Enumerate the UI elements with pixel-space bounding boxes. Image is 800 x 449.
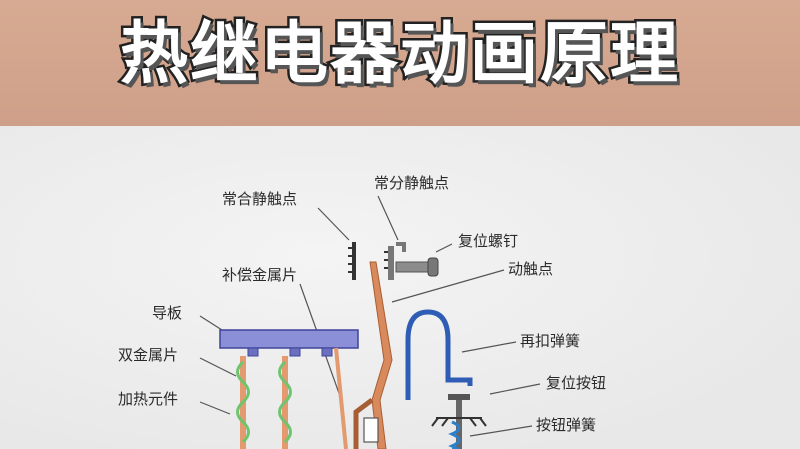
label-heating-element: 加热元件	[118, 390, 178, 408]
normally-closed-contact-shape	[348, 242, 356, 280]
moving-contact-shape	[369, 261, 393, 449]
reset-button-shape	[431, 394, 487, 449]
label-rebuckle-spring: 再扣弹簧	[520, 332, 580, 350]
label-bimetal-strip: 双金属片	[118, 346, 178, 364]
label-normally-open: 常分静触点	[374, 174, 449, 192]
reset-screw-shape	[395, 257, 439, 277]
label-button-spring: 按钮弹簧	[536, 416, 596, 434]
leader-moving-contact	[391, 269, 505, 303]
page-title: 热继电器动画原理	[117, 13, 680, 97]
heating-element-right	[278, 360, 292, 444]
button-spring-shape	[448, 420, 461, 449]
heating-element-left	[236, 360, 250, 444]
label-reset-button: 复位按钮	[546, 374, 606, 392]
normally-open-contact-shape	[384, 242, 406, 280]
leader-normally-closed	[317, 207, 350, 241]
moving-arm-shape	[353, 398, 374, 449]
bimetal-strip-right	[278, 356, 292, 449]
leader-reset-screw	[435, 243, 453, 253]
rebuckle-spring-shape	[405, 309, 473, 400]
leader-reset-button	[489, 383, 541, 395]
leader-bimetal	[199, 357, 237, 377]
bimetal-strip-left	[236, 356, 250, 449]
compensation-bimetal-shape	[334, 347, 348, 449]
label-reset-screw: 复位螺钉	[458, 232, 518, 250]
label-moving-contact: 动触点	[508, 260, 553, 278]
leader-normally-open	[377, 195, 399, 241]
leader-rebuckle	[461, 341, 517, 353]
pivot-block	[363, 417, 379, 443]
title-banner: 热继电器动画原理	[0, 0, 800, 126]
label-guide-plate: 导板	[152, 304, 182, 322]
leader-guide-plate	[199, 315, 223, 331]
leader-heater	[199, 401, 231, 415]
leader-button-spring	[469, 425, 533, 437]
guide-plate-shape	[219, 329, 359, 357]
label-normally-closed: 常合静触点	[222, 190, 297, 208]
diagram-area	[0, 126, 800, 449]
label-compensation: 补偿金属片	[222, 266, 297, 284]
